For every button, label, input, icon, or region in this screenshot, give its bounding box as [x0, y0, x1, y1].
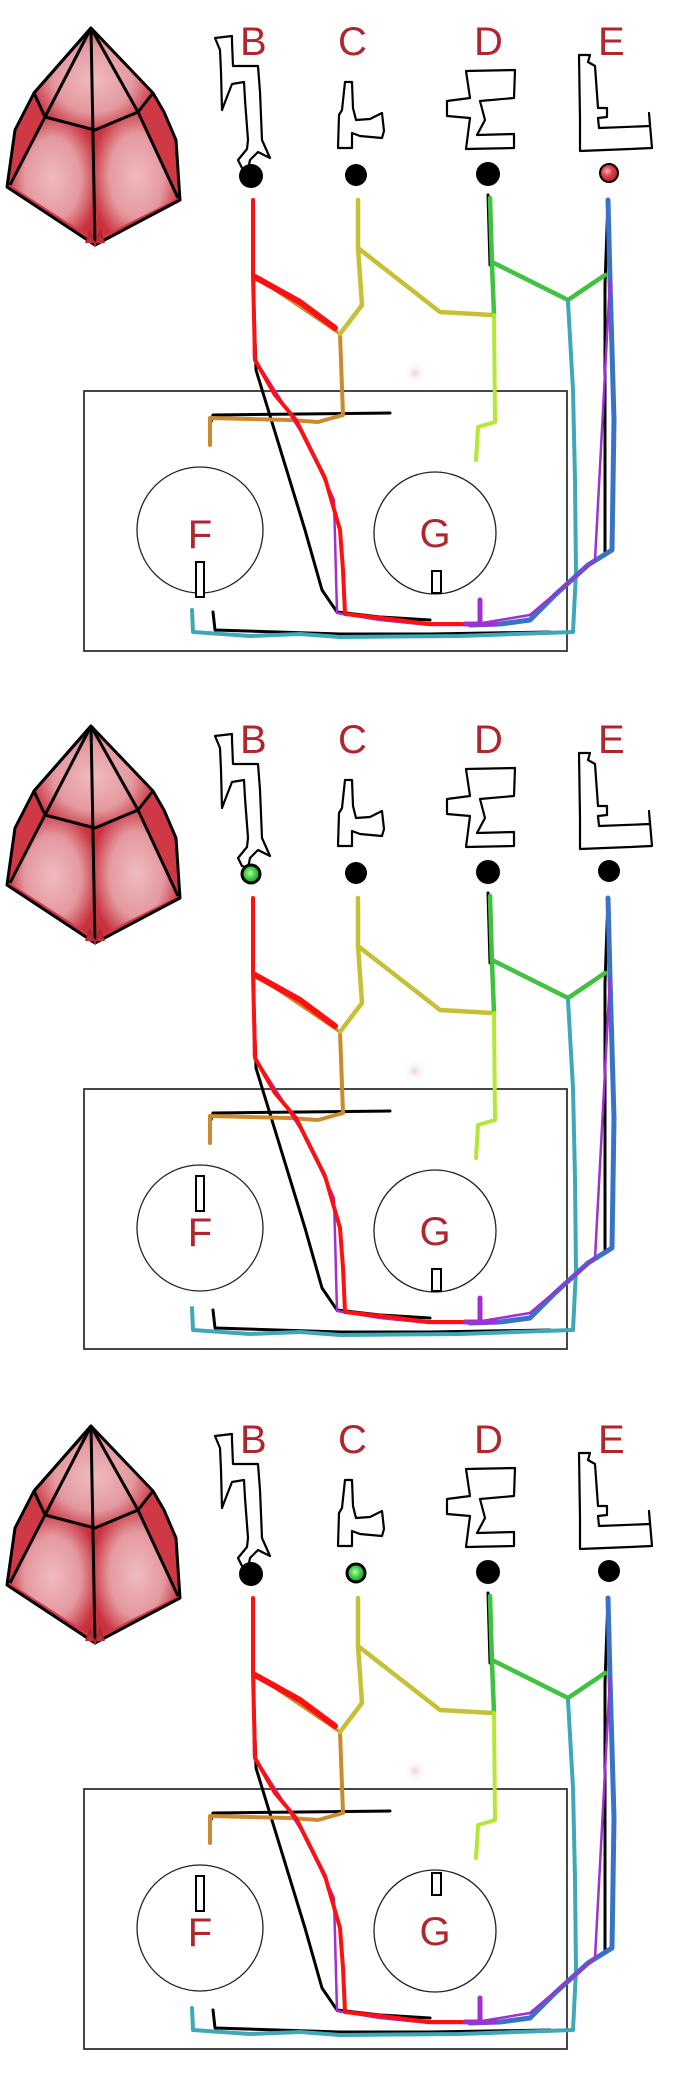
- glyph-c-icon: [336, 1478, 386, 1548]
- node-f-glyph-icon: [195, 1175, 205, 1212]
- board-frame: [83, 1088, 568, 1350]
- wire-b: [251, 1596, 464, 2024]
- wire-purple-stub: [462, 1295, 498, 1325]
- terminal-label-b: B: [240, 718, 267, 762]
- wire-purple: [252, 1676, 612, 2025]
- node-f-circle: [136, 1164, 264, 1292]
- glyph-c-icon: [336, 778, 386, 848]
- wire-b-branch: [252, 972, 338, 1029]
- wire-d: [487, 893, 608, 1016]
- glyph-e-icon: [577, 751, 654, 851]
- wire-lime: [474, 313, 497, 462]
- terminal-label-d: D: [474, 20, 503, 64]
- terminal-label-e: E: [598, 1418, 625, 1462]
- circuit-panel-3: B C D E: [0, 1398, 700, 2096]
- board-frame: [83, 1788, 568, 2050]
- glyph-b-icon: [213, 732, 272, 870]
- terminal-label-c: C: [338, 20, 367, 64]
- terminal-label-b: B: [240, 1418, 267, 1462]
- glyphs: [213, 34, 654, 172]
- wire-shadows: [208, 193, 610, 636]
- node-g-glyph-icon: [431, 1872, 442, 1896]
- node-label-f: F: [188, 1911, 212, 1955]
- node-g-glyph-icon: [431, 570, 442, 594]
- faint-mark: [403, 361, 427, 385]
- wire-b: [251, 198, 464, 626]
- terminal-dot-b[interactable]: [239, 1562, 263, 1586]
- circuit-panel-2: B C D E: [0, 698, 700, 1396]
- glyphs: [213, 1432, 654, 1570]
- glyph-e-icon: [577, 1451, 654, 1551]
- wire-b-branch: [252, 1672, 338, 1729]
- node-label-g: G: [419, 1910, 450, 1954]
- glyph-d-icon: [445, 766, 517, 849]
- glyph-e-icon: [577, 53, 654, 153]
- terminal-dot-d[interactable]: [476, 860, 500, 884]
- circuit-svg: B C D E: [5, 718, 654, 1350]
- wire-b-branch: [252, 274, 338, 331]
- wire-teal: [190, 300, 578, 639]
- glyph-b-icon: [213, 34, 272, 172]
- faint-mark: [403, 1759, 427, 1783]
- wire-purple-stub: [462, 597, 498, 627]
- wire-c: [337, 895, 495, 1035]
- node-f-glyph-icon: [195, 561, 205, 598]
- circuit-svg: B C D E: [5, 1418, 654, 2050]
- wire-lime: [474, 1011, 497, 1160]
- terminal-dot-b[interactable]: [239, 164, 263, 188]
- faint-mark: [403, 1059, 427, 1083]
- node-label-g: G: [419, 1210, 450, 1254]
- node-f-glyph-icon: [195, 1875, 205, 1912]
- terminal-dot-d[interactable]: [476, 162, 500, 186]
- terminal-label-c: C: [338, 718, 367, 762]
- glyph-c-icon: [336, 80, 386, 150]
- node-f-circle: [136, 1864, 264, 1992]
- glyph-d-icon: [445, 68, 517, 151]
- terminal-dot-c[interactable]: [345, 862, 367, 884]
- node-label-g: G: [419, 512, 450, 556]
- terminal-dot-b[interactable]: [240, 863, 262, 885]
- wire-purple-stub: [462, 1995, 498, 2025]
- terminal-label-e: E: [598, 718, 625, 762]
- wire-c: [337, 1595, 495, 1735]
- gem-icon: [5, 724, 182, 946]
- wire-b: [251, 896, 464, 1324]
- node-label-f: F: [188, 513, 212, 557]
- terminal-dot-c[interactable]: [345, 1562, 367, 1584]
- gem-icon: [5, 26, 182, 248]
- wire-orange: [208, 332, 345, 447]
- glyphs: [213, 732, 654, 870]
- node-g-glyph-icon: [431, 1268, 442, 1292]
- terminal-label-c: C: [338, 1418, 367, 1462]
- wire-c: [337, 197, 495, 337]
- terminal-dot-c[interactable]: [345, 164, 367, 186]
- circuit-svg: B C D E: [5, 20, 654, 652]
- glyph-b-icon: [213, 1432, 272, 1570]
- terminal-label-d: D: [474, 718, 503, 762]
- wire-orange: [208, 1730, 345, 1845]
- terminal-dot-e[interactable]: [599, 163, 619, 183]
- terminal-dot-e[interactable]: [598, 860, 620, 882]
- wire-lime: [474, 1711, 497, 1860]
- terminal-dot-d[interactable]: [476, 1560, 500, 1584]
- terminal-label-e: E: [598, 20, 625, 64]
- wire-teal: [190, 998, 578, 1337]
- node-g-circle: [373, 1869, 497, 1993]
- wire-teal: [190, 1698, 578, 2037]
- circuit-panel-1: B C D E: [0, 0, 700, 698]
- wire-shadows: [208, 891, 610, 1334]
- wire-d: [487, 1593, 608, 1716]
- glyph-d-icon: [445, 1466, 517, 1549]
- wire-d: [487, 195, 608, 318]
- board-frame: [83, 390, 568, 652]
- wire-shadows: [208, 1591, 610, 2034]
- wire-orange: [208, 1030, 345, 1145]
- terminal-label-b: B: [240, 20, 267, 64]
- gem-icon: [5, 1424, 182, 1646]
- terminal-dot-e[interactable]: [598, 1560, 620, 1582]
- terminal-label-d: D: [474, 1418, 503, 1462]
- node-label-f: F: [188, 1211, 212, 1255]
